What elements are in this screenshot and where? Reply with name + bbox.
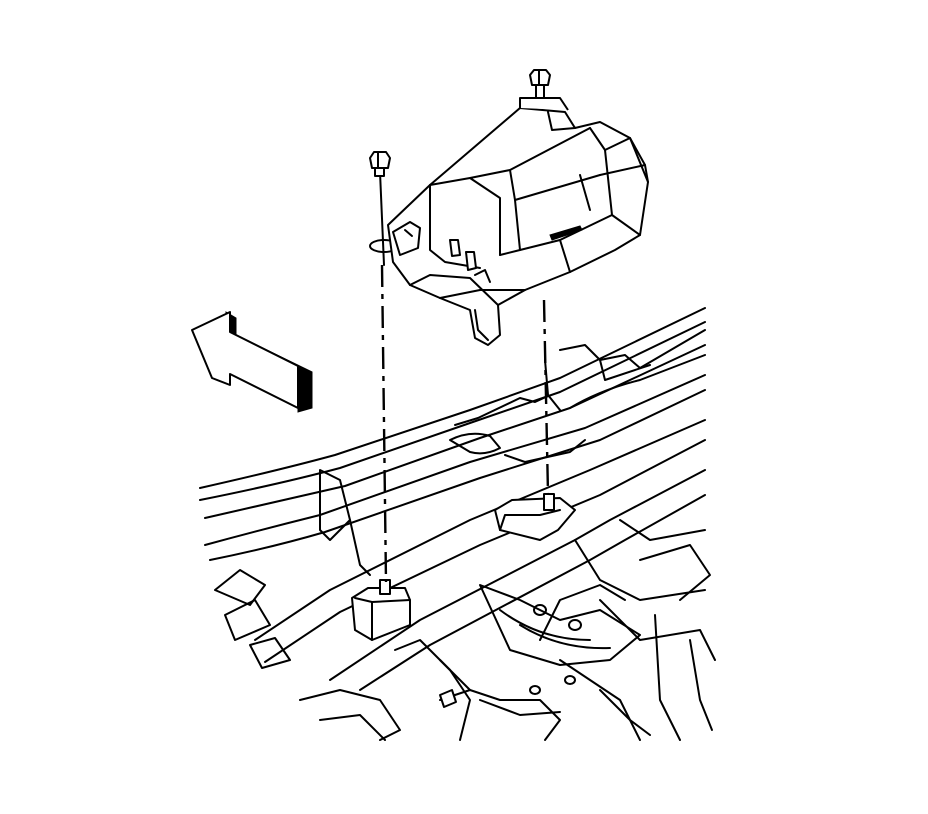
mounting-stud-right <box>494 493 576 541</box>
front-direction-arrow <box>191 311 313 413</box>
frame-rail <box>199 307 716 741</box>
mounting-stud-left <box>351 579 411 641</box>
mounting-bolt <box>369 151 391 177</box>
mounting-nut <box>529 69 551 104</box>
coolant-reservoir <box>387 97 649 346</box>
alignment-line-left <box>379 171 388 583</box>
alignment-line-right <box>542 299 550 495</box>
